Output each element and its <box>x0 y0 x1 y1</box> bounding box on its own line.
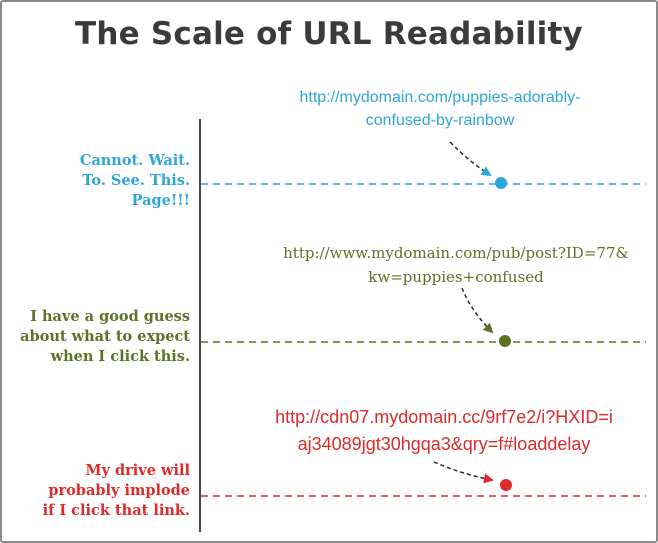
diagram-title: The Scale of URL Readability <box>75 16 583 52</box>
row-2-label-line-3: when I click this. <box>50 348 190 365</box>
row-2-url: http://www.mydomain.com/pub/post?ID=77& … <box>256 241 656 289</box>
row-1-label: Cannot. Wait. To. See. This. Page!!! <box>80 151 190 211</box>
row-3-label: My drive will probably implode if I clic… <box>43 461 190 521</box>
row-1-label-line-1: Cannot. Wait. <box>79 152 190 169</box>
row-2-label: I have a good guess about what to expect… <box>20 307 190 367</box>
row-2-label-line-1: I have a good guess <box>30 308 190 325</box>
row-3-label-line-2: probably implode <box>48 482 190 499</box>
vertical-axis-line <box>199 119 201 532</box>
row-2-arrow <box>461 287 494 334</box>
row-2-url-line-1: http://www.mydomain.com/pub/post?ID=77& <box>283 244 629 262</box>
row-3-label-line-1: My drive will <box>85 462 190 479</box>
row-3-url-line-2: aj34089jgt30hgqa3&qry=f#loaddelay <box>297 434 591 454</box>
row-1-arrow <box>449 141 492 177</box>
row-3-url: http://cdn07.mydomain.cc/9rf7e2/i?HXID=i… <box>232 404 656 458</box>
row-2-dot <box>499 335 511 347</box>
row-3-label-line-3: if I click that link. <box>42 502 190 519</box>
row-1-dot <box>495 177 507 189</box>
row-1-label-line-3: Page!!! <box>131 192 190 209</box>
row-3-url-line-1: http://cdn07.mydomain.cc/9rf7e2/i?HXID=i <box>275 407 613 427</box>
row-3-dot <box>500 479 512 491</box>
row-2-url-line-2: kw=puppies+confused <box>368 268 544 286</box>
row-1-url-line-1: http://mydomain.com/puppies-adorably- <box>299 89 581 106</box>
row-3-arrow <box>433 461 494 484</box>
row-1-url-line-2: confused-by-rainbow <box>365 112 515 129</box>
row-2-label-line-2: about what to expect <box>20 328 190 345</box>
row-1-url: http://mydomain.com/puppies-adorably- co… <box>260 86 620 132</box>
row-1-label-line-2: To. See. This. <box>82 172 190 189</box>
